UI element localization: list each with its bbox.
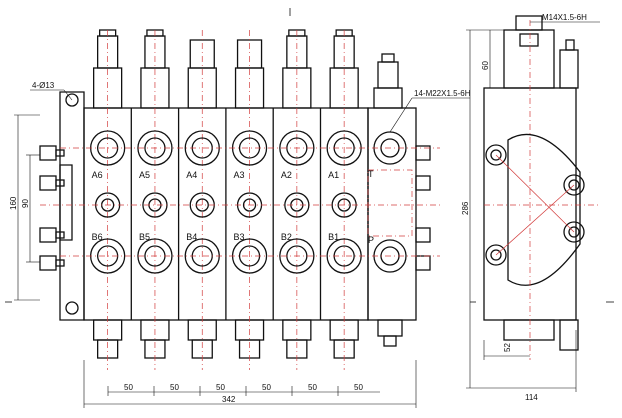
front-view xyxy=(39,29,440,370)
dim-pitch: 50 xyxy=(308,383,317,392)
port-label-a: A5 xyxy=(139,170,150,180)
port-a xyxy=(137,130,173,166)
port-label-a: A6 xyxy=(92,170,103,180)
mount-hole xyxy=(65,301,79,315)
port-thread-callout: 14-M22X1.5-6H xyxy=(389,89,471,133)
port-b xyxy=(279,238,315,274)
bottom-dimensions: 50 50 50 50 50 50 xyxy=(83,360,417,408)
port-b xyxy=(137,238,173,274)
port-label-t: T xyxy=(368,169,374,179)
dim-pitch: 50 xyxy=(170,383,179,392)
port-label-p: P xyxy=(368,235,374,245)
port-bore xyxy=(337,198,351,212)
side-view xyxy=(483,15,600,360)
right-fittings xyxy=(415,145,431,271)
mount-holes-callout: 4-Ø13 xyxy=(30,81,73,101)
spool-hole xyxy=(284,192,310,218)
dim-pitch: 50 xyxy=(124,383,133,392)
port-label-b: B1 xyxy=(328,232,339,242)
dim-114: 114 xyxy=(525,393,538,402)
port-thread-note: 14-M22X1.5-6H xyxy=(414,89,471,98)
dim-160: 160 xyxy=(9,196,18,210)
dim-pitch: 50 xyxy=(354,383,363,392)
dim-52: 52 xyxy=(503,343,512,352)
port-label-a: A1 xyxy=(328,170,339,180)
port-label-a: A3 xyxy=(234,170,245,180)
port-label-b: B4 xyxy=(186,232,197,242)
inlet-top-fitting xyxy=(373,53,403,109)
mount-holes-note: 4-Ø13 xyxy=(32,81,55,90)
port-a xyxy=(279,130,315,166)
port-label-b: B5 xyxy=(139,232,150,242)
left-fittings xyxy=(39,145,65,271)
left-dimensions: 160 90 xyxy=(9,114,40,301)
top-thread-note: M14X1.5-6H xyxy=(542,13,587,22)
port-label-b: B6 xyxy=(92,232,103,242)
port-bore xyxy=(242,198,257,212)
dim-pitch: 50 xyxy=(216,383,225,392)
dim-342: 342 xyxy=(222,395,236,404)
dim-286: 286 xyxy=(461,201,470,215)
side-dimensions: 60 286 52 114 M14X1.5-6H xyxy=(461,13,600,402)
port-label-b: B3 xyxy=(234,232,245,242)
mount-hole xyxy=(65,93,79,107)
port-label-a: A2 xyxy=(281,170,292,180)
port-label-a: A4 xyxy=(186,170,197,180)
dim-60: 60 xyxy=(481,61,490,70)
port-label-b: B2 xyxy=(281,232,292,242)
dim-pitch: 50 xyxy=(262,383,271,392)
dim-90: 90 xyxy=(21,199,30,208)
